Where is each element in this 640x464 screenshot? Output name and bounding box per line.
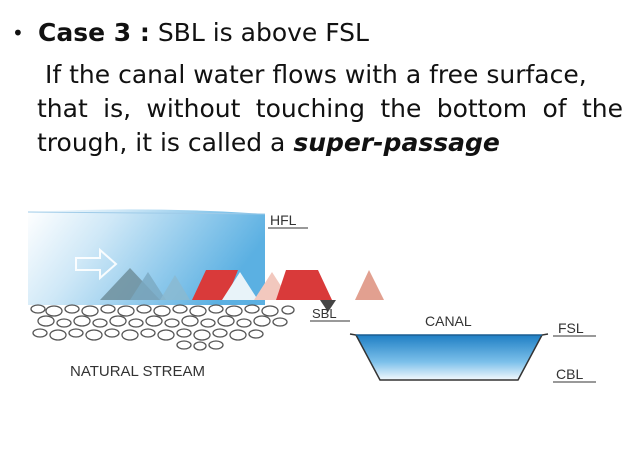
case-text: SBL is above FSL <box>157 18 369 47</box>
sbl-label: SBL <box>312 306 337 321</box>
cbl-label: CBL <box>556 366 583 382</box>
case-label: Case 3 : <box>38 18 150 47</box>
fsl-label: FSL <box>558 320 584 336</box>
marker-triangle <box>130 272 166 300</box>
riverbed-pebbles <box>30 304 295 351</box>
paragraph-line-2: that is, without touching the bottom of … <box>37 94 623 123</box>
hfl-label: HFL <box>270 212 297 228</box>
paragraph-line-1: If the canal water flows with a free sur… <box>45 60 587 89</box>
stream-surface <box>27 211 266 215</box>
paragraph: If the canal water flows with a free sur… <box>37 58 623 160</box>
marker-red-block <box>192 270 238 300</box>
paragraph-line-3: trough, it is called a super-passage <box>37 126 623 160</box>
marker-triangle <box>160 275 190 300</box>
canal-label: CANAL <box>425 313 472 329</box>
flow-arrow-icon <box>75 247 118 281</box>
natural-stream-label: NATURAL STREAM <box>70 363 205 380</box>
marker-triangle <box>355 270 384 300</box>
marker-dark-triangle <box>320 300 336 312</box>
bullet-line: • Case 3 : SBL is above FSL <box>12 16 369 50</box>
canal-banks <box>349 333 549 381</box>
super-passage-diagram: HFL SBL CANAL FSL CBL NATURAL STREAM <box>27 209 596 383</box>
super-passage-term: super-passage <box>293 128 500 157</box>
marker-triangle <box>222 272 258 300</box>
canal-water <box>356 335 542 380</box>
bullet-dot: • <box>12 21 24 45</box>
marker-red-block <box>276 270 332 300</box>
passage-markers <box>100 268 384 312</box>
paragraph-line-3-text: trough, it is called a <box>37 128 294 157</box>
